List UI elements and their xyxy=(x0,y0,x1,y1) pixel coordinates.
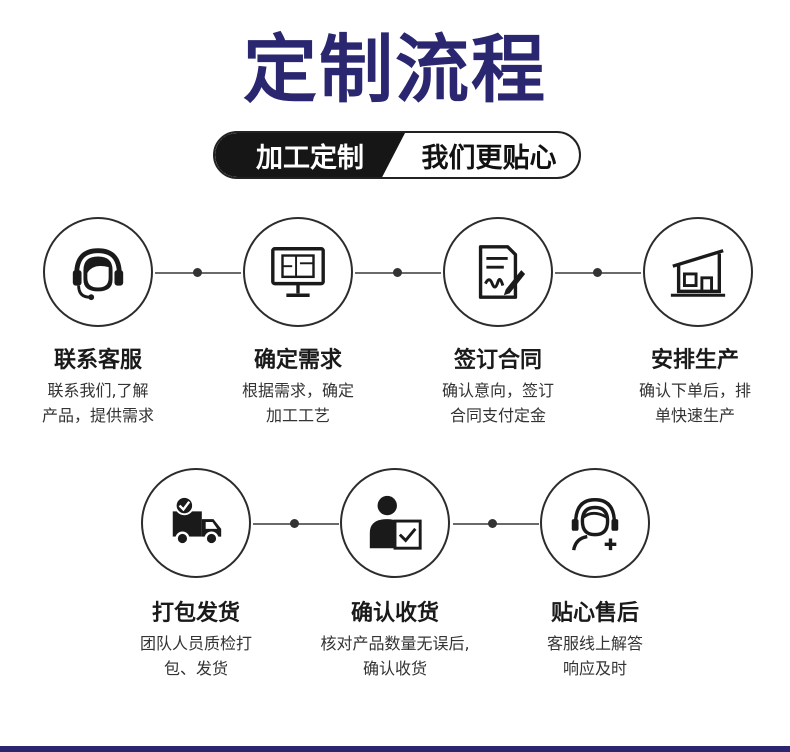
step-circle xyxy=(540,468,650,578)
bottom-accent-bar xyxy=(0,746,790,752)
step-circle xyxy=(141,468,251,578)
step-desc: 单快速生产 xyxy=(654,406,735,425)
step-title: 签订合同 xyxy=(453,348,542,373)
step-desc: 确认收货 xyxy=(362,659,427,678)
step-circle xyxy=(340,468,450,578)
connector-dot xyxy=(392,267,402,277)
connector-dot xyxy=(592,267,602,277)
step-title: 贴心售后 xyxy=(550,601,639,626)
tagline-right: 我们更贴心 xyxy=(421,142,557,174)
receive-check-icon xyxy=(369,495,422,550)
connector-dot xyxy=(289,518,299,528)
connector-dot xyxy=(192,267,202,277)
step-title: 确定需求 xyxy=(253,348,342,373)
step-title: 确认收货 xyxy=(350,601,439,626)
step-desc: 响应及时 xyxy=(562,659,627,678)
monitor-blueprint-icon xyxy=(271,247,325,297)
step-desc: 合同支付定金 xyxy=(449,406,546,425)
step-desc: 加工工艺 xyxy=(265,406,330,425)
tagline-pill: 加工定制 我们更贴心 xyxy=(213,131,581,179)
connector-dot xyxy=(487,518,497,528)
delivery-truck-icon xyxy=(172,495,222,546)
step-title: 安排生产 xyxy=(650,348,739,373)
step-title: 联系客服 xyxy=(53,348,142,373)
contract-sign-icon xyxy=(478,245,526,299)
step-circle xyxy=(43,217,153,327)
support-agent-icon xyxy=(571,498,619,551)
step-circle xyxy=(443,217,553,327)
step-desc: 联系我们,了解 xyxy=(47,381,149,400)
factory-icon xyxy=(670,249,726,297)
step-circle xyxy=(243,217,353,327)
headset-icon xyxy=(72,248,124,301)
step-desc: 产品，提供需求 xyxy=(41,406,154,425)
step-desc: 核对产品数量无误后, xyxy=(320,634,470,653)
step-title: 打包发货 xyxy=(151,601,240,626)
page-title: 定制流程 xyxy=(243,27,547,113)
step-circle xyxy=(643,217,753,327)
step-desc: 确认意向，签订 xyxy=(441,381,554,400)
step-desc: 包、发货 xyxy=(163,659,228,678)
step-desc: 团队人员质检打 xyxy=(139,634,252,653)
tagline-left: 加工定制 xyxy=(215,133,405,177)
step-desc: 确认下单后，排 xyxy=(638,381,751,400)
step-desc: 根据需求，确定 xyxy=(241,381,354,400)
step-desc: 客服线上解答 xyxy=(546,634,643,653)
